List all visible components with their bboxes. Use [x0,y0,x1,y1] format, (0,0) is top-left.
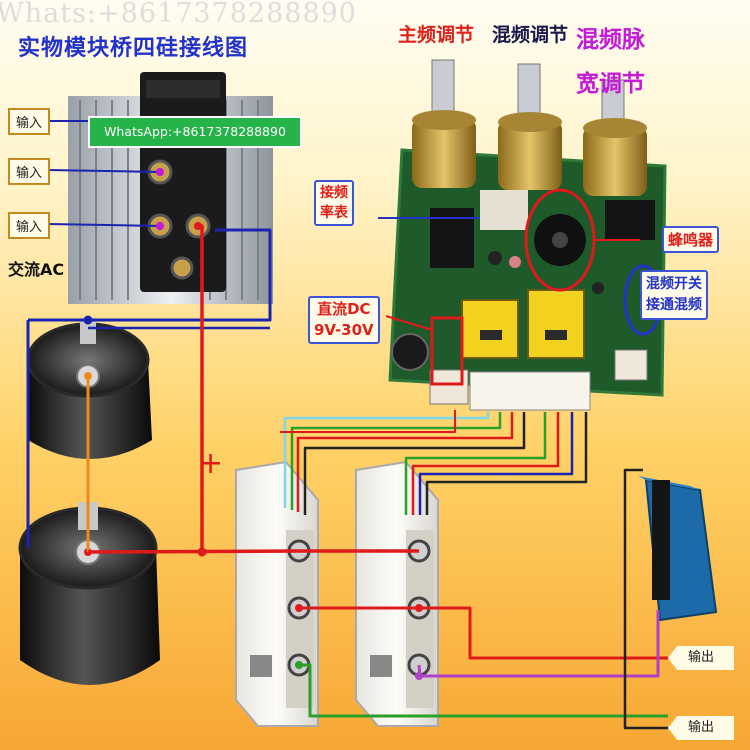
output-capacitor [638,476,718,622]
capacitor-bottom [18,502,160,685]
input-tag-2: 输入 [8,158,51,185]
watermark-text: Whats:+8617378288890 [0,0,357,29]
diagram-title: 实物模块桥四硅接线图 [18,36,249,61]
mix-switch-label-line2: 接通混频 [646,297,702,313]
freq-meter-label: 接频 率表 [314,180,354,226]
capacitor-top [26,318,152,459]
ac-label: 交流AC [8,260,65,279]
input-tag-1: 输入 [8,108,51,135]
freq-meter-label-line2: 率表 [320,205,348,221]
control-board [388,148,667,411]
mix-switch-label-line1: 混频开关 [646,276,702,292]
input-tag-3: 输入 [8,212,51,239]
mix-pulse-pot [583,79,647,196]
freq-meter-label-line1: 接频 [320,185,348,201]
buzzer-label: 蜂鸣器 [662,226,720,253]
mix-freq-pot [498,63,562,190]
dc-input-label-line2: 9V-30V [314,321,374,339]
plus-sign: + [198,446,224,481]
output-tag-2: 输出 [668,716,734,740]
output-tag-1: 输出 [668,646,734,670]
mix-pulse-label-line1: 混频脉 [576,27,645,53]
potentiometers [412,59,647,196]
mix-switch-label: 混频开关 接通混频 [640,270,708,320]
wires [26,120,668,730]
whatsapp-badge[interactable]: WhatsApp:+8617378288890 [88,116,302,148]
igbt-module-right [355,460,439,727]
dc-input-label-line1: 直流DC [317,300,371,318]
mix-freq-label: 混频调节 [492,24,569,46]
bridge-rectifier-module [68,72,273,304]
dc-input-label: 直流DC 9V-30V [308,296,380,344]
mix-pulse-label-line2: 宽调节 [576,71,645,97]
main-freq-pot [412,59,476,188]
main-freq-label: 主频调节 [398,24,475,46]
